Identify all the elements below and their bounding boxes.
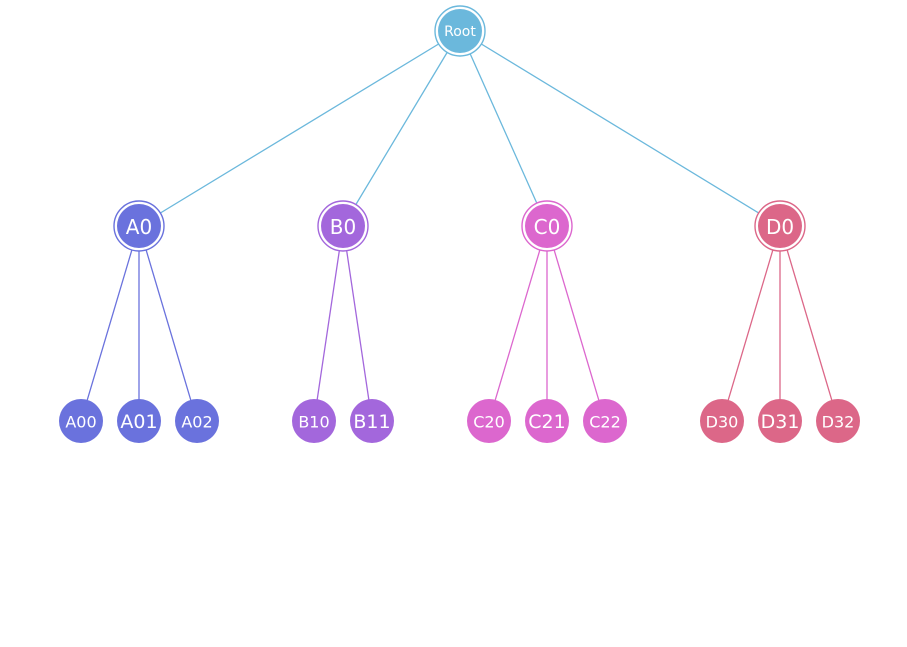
node-c20[interactable]: C20 xyxy=(467,399,511,443)
link-b0-b11 xyxy=(342,225,373,422)
link-c0-c20 xyxy=(488,225,548,422)
node-d31-label: D31 xyxy=(761,411,800,433)
node-a01[interactable]: A01 xyxy=(117,399,161,443)
node-d30-label: D30 xyxy=(706,413,739,432)
node-b10[interactable]: B10 xyxy=(292,399,336,443)
link-root-c0 xyxy=(459,30,548,227)
node-a0-label: A0 xyxy=(126,215,152,239)
node-c20-label: C20 xyxy=(473,413,505,432)
node-c21[interactable]: C21 xyxy=(525,399,569,443)
node-root[interactable]: Root xyxy=(434,5,486,57)
link-a0-a02 xyxy=(138,225,198,422)
link-a0-a00 xyxy=(80,225,140,422)
link-d0-d32 xyxy=(779,225,839,422)
node-d30-circle xyxy=(700,399,744,443)
node-a0-circle xyxy=(117,204,161,248)
node-c21-label: C21 xyxy=(528,411,565,433)
links-layer xyxy=(80,30,839,422)
node-c0-circle xyxy=(525,204,569,248)
node-c0[interactable]: C0 xyxy=(521,200,573,252)
node-b11-label: B11 xyxy=(353,411,390,433)
node-b0-label: B0 xyxy=(330,215,356,239)
link-d0-d30 xyxy=(721,225,781,422)
node-d30[interactable]: D30 xyxy=(700,399,744,443)
node-a01-label: A01 xyxy=(120,411,157,433)
node-a02-circle xyxy=(175,399,219,443)
node-c21-circle xyxy=(525,399,569,443)
node-b10-circle xyxy=(292,399,336,443)
node-a00[interactable]: A00 xyxy=(59,399,103,443)
node-root-label: Root xyxy=(444,24,476,40)
node-b11-circle xyxy=(350,399,394,443)
node-d31[interactable]: D31 xyxy=(758,399,802,443)
node-a00-label: A00 xyxy=(65,413,96,432)
link-root-d0 xyxy=(459,30,781,227)
node-d0[interactable]: D0 xyxy=(754,200,806,252)
node-a02[interactable]: A02 xyxy=(175,399,219,443)
node-b10-label: B10 xyxy=(298,413,329,432)
node-a01-circle xyxy=(117,399,161,443)
node-d32-label: D32 xyxy=(822,413,855,432)
link-b0-b10 xyxy=(313,225,344,422)
link-root-b0 xyxy=(342,30,461,227)
node-d31-circle xyxy=(758,399,802,443)
node-a02-label: A02 xyxy=(181,413,212,432)
node-c20-circle xyxy=(467,399,511,443)
node-b0-circle xyxy=(321,204,365,248)
node-a0[interactable]: A0 xyxy=(113,200,165,252)
node-c22[interactable]: C22 xyxy=(583,399,627,443)
link-root-a0 xyxy=(138,30,461,227)
node-root-circle xyxy=(438,9,482,53)
node-d0-circle xyxy=(758,204,802,248)
node-d32-circle xyxy=(816,399,860,443)
node-d32[interactable]: D32 xyxy=(816,399,860,443)
node-c22-label: C22 xyxy=(589,413,621,432)
node-b0[interactable]: B0 xyxy=(317,200,369,252)
node-b11[interactable]: B11 xyxy=(350,399,394,443)
node-c0-label: C0 xyxy=(534,215,561,239)
node-a00-circle xyxy=(59,399,103,443)
link-c0-c22 xyxy=(546,225,606,422)
node-d0-label: D0 xyxy=(766,215,794,239)
node-c22-circle xyxy=(583,399,627,443)
